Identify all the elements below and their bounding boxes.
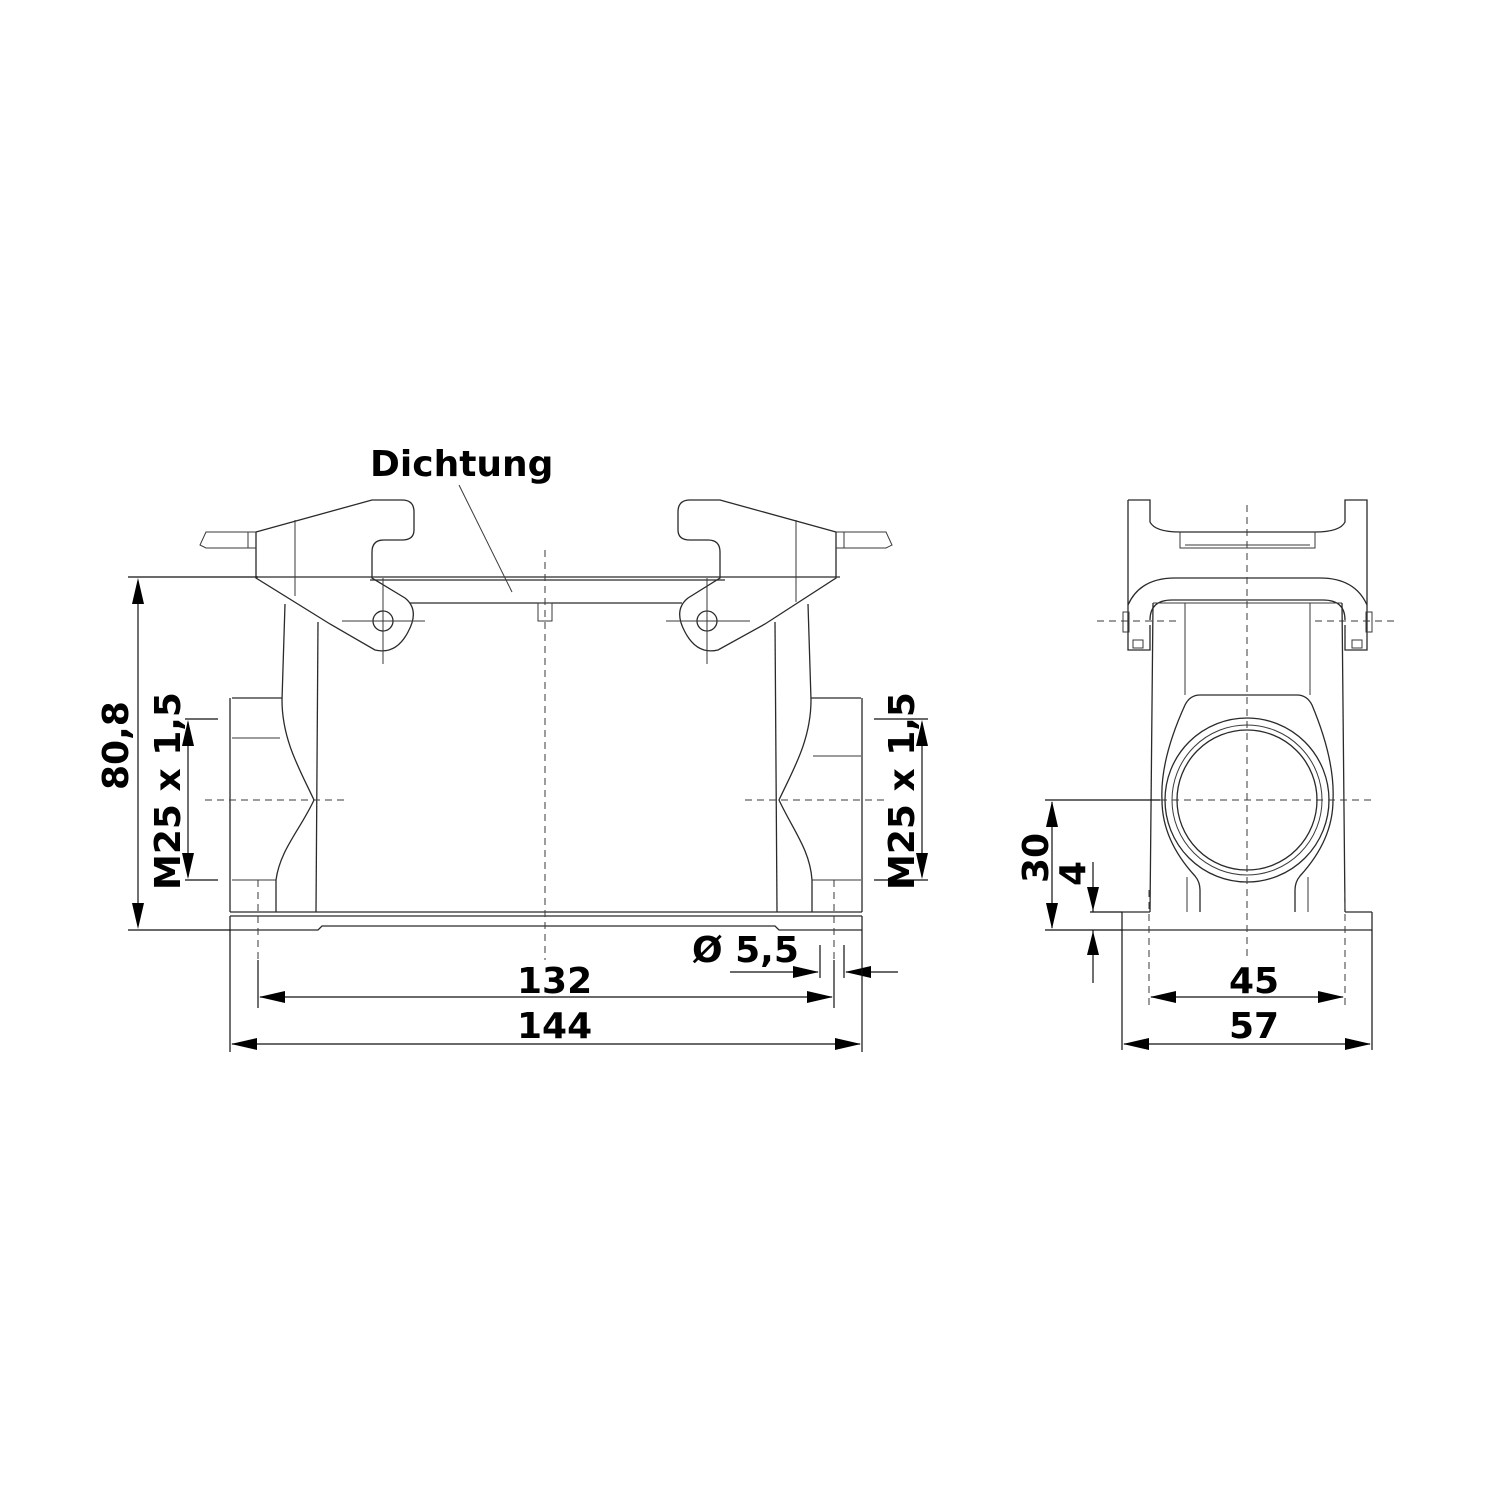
- thread-right-label: M25 x 1,5: [882, 692, 923, 890]
- hole-spacing-132-label: 132: [517, 961, 592, 1002]
- side-hole-spacing-dimension: 45: [1150, 961, 1344, 1003]
- hole-diameter-dimension: Ø 5,5: [692, 930, 898, 978]
- base-thickness-dimension: 4: [1053, 861, 1122, 983]
- gasket-cover: [256, 576, 840, 622]
- overall-width-dimension: 57: [1121, 930, 1373, 1050]
- thread-left-label: M25 x 1,5: [148, 692, 189, 890]
- height-80-8-label: 80,8: [96, 701, 137, 790]
- thread-dimension-left: M25 x 1,5: [148, 692, 218, 890]
- overall-length-dimension: 144: [229, 930, 863, 1052]
- side-housing-body: [1121, 505, 1373, 1005]
- axis-height-dimension: 30: [1016, 799, 1160, 931]
- left-locking-lever: [199, 499, 425, 664]
- axis-height-30-label: 30: [1016, 833, 1057, 883]
- height-dimension: 80,8: [96, 576, 258, 931]
- hole-diameter-label: Ø 5,5: [692, 930, 799, 971]
- right-locking-lever: [666, 499, 893, 664]
- side-hole-spacing-45-label: 45: [1229, 961, 1279, 1002]
- side-view: 30 4 45 57: [1016, 499, 1398, 1050]
- front-view: Dichtung 80,8 M25 x 1,5 M25 x 1,5: [96, 444, 928, 1052]
- overall-length-144-label: 144: [517, 1006, 592, 1047]
- dichtung-leader-line: [458, 484, 513, 593]
- thread-dimension-right: M25 x 1,5: [874, 692, 928, 890]
- base-plate: [229, 911, 863, 931]
- dichtung-label: Dichtung: [370, 444, 553, 485]
- hole-spacing-dimension: 132: [257, 960, 835, 1008]
- base-thickness-4-label: 4: [1053, 861, 1094, 886]
- housing-body: [229, 603, 863, 913]
- overall-width-57-label: 57: [1229, 1006, 1279, 1047]
